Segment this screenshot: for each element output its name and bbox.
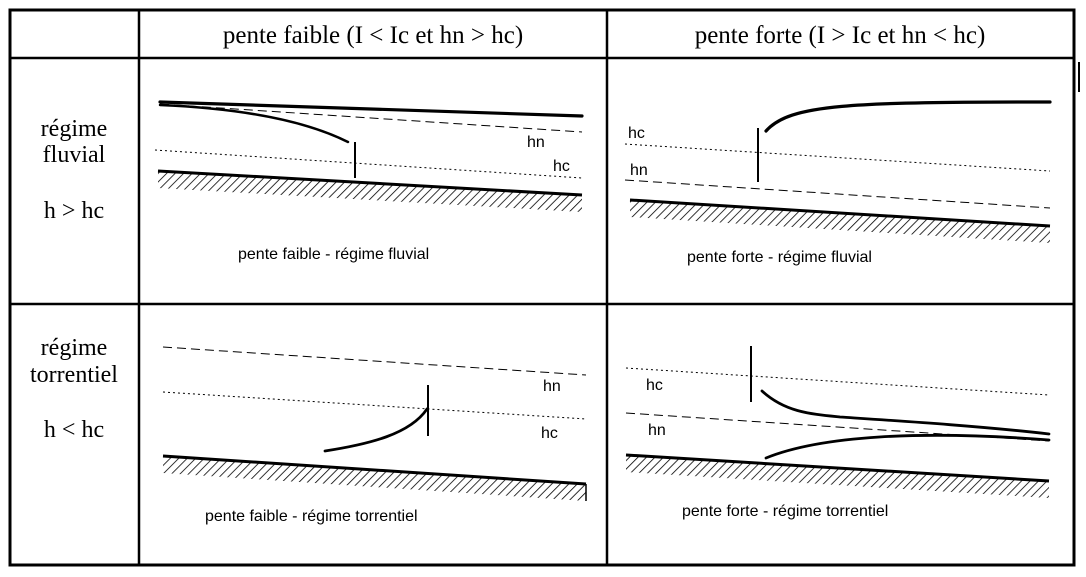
water-surface	[323, 407, 429, 453]
label-hc: hc	[553, 158, 570, 175]
panel-fluvial-forte: hc hn pente forte - régime fluvial	[624, 100, 1052, 266]
label-hn: hn	[527, 134, 545, 151]
critical-depth-line	[154, 149, 583, 179]
rising-curve	[764, 433, 1051, 460]
channel-bed	[629, 198, 1051, 228]
critical-depth-line	[162, 391, 587, 420]
channel-bed	[162, 454, 587, 486]
label-hc: hc	[541, 425, 558, 442]
normal-depth-line	[162, 346, 587, 376]
row-title-line2: fluvial	[43, 142, 106, 168]
critical-depth-line	[625, 367, 1050, 396]
row-title-line2: torrentiel	[30, 362, 118, 388]
panel-caption: pente faible - régime fluvial	[238, 246, 429, 263]
panel-caption: pente forte - régime fluvial	[687, 249, 872, 266]
channel-bed	[625, 453, 1050, 483]
label-hc: hc	[646, 377, 663, 394]
row-condition: h < hc	[44, 417, 104, 443]
row-title-line1: régime	[41, 116, 108, 142]
row-title-line1: régime	[41, 335, 108, 361]
label-hn: hn	[630, 162, 648, 179]
water-surface	[158, 100, 584, 118]
channel-bed	[157, 169, 583, 197]
channel-bed-hatch	[626, 455, 1049, 498]
panel-caption: pente forte - régime torrentiel	[682, 503, 888, 520]
panel-torrentiel-faible: hn hc pente faible - régime torrentiel	[162, 346, 587, 525]
panel-fluvial-faible: hn hc pente faible - régime fluvial	[154, 100, 584, 263]
col-header-pente-forte: pente forte (I > Ic et hn < hc)	[695, 22, 986, 49]
panel-torrentiel-forte: hc hn pente forte - régime torrentiel	[625, 346, 1051, 520]
row-header-fluvial: régime fluvial h > hc	[41, 116, 108, 224]
water-surface	[764, 100, 1052, 133]
col-header-pente-faible: pente faible (I < Ic et hn > hc)	[223, 22, 523, 49]
channel-bed-hatch	[158, 171, 582, 212]
drawdown-curve	[760, 389, 1051, 436]
critical-depth-line	[624, 143, 1051, 172]
row-condition: h > hc	[44, 198, 104, 224]
label-hn: hn	[648, 422, 666, 439]
normal-depth-line	[159, 103, 583, 133]
label-hc: hc	[628, 125, 645, 142]
channel-bed-hatch	[163, 456, 586, 501]
normal-depth-line	[624, 179, 1051, 209]
label-hn: hn	[543, 378, 561, 395]
panel-caption: pente faible - régime torrentiel	[205, 508, 418, 525]
drawdown-curve	[158, 103, 350, 144]
table-frame	[8, 8, 1076, 567]
channel-bed-hatch	[630, 200, 1050, 243]
row-header-torrentiel: régime torrentiel h < hc	[30, 335, 118, 443]
